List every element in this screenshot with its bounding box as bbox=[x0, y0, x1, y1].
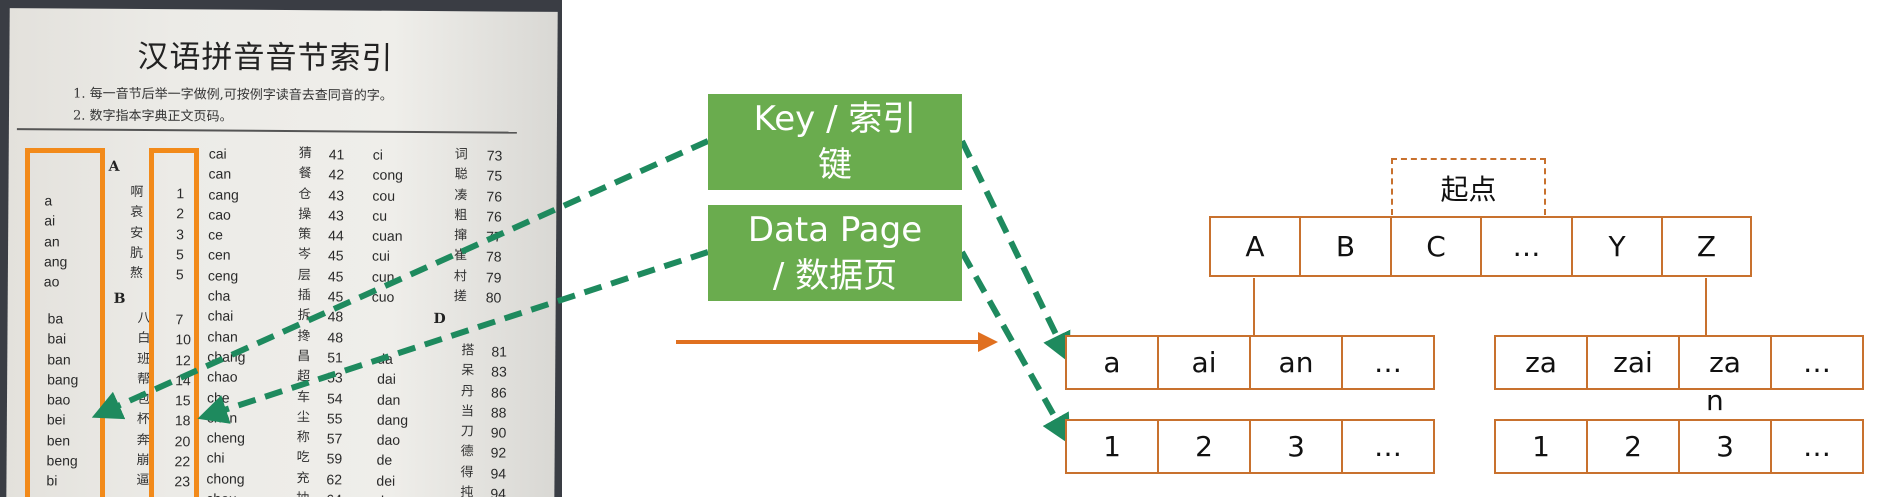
key-label-line-2: 键 bbox=[818, 145, 852, 185]
root-cell-c: C bbox=[1392, 218, 1482, 275]
start-box: 起点 bbox=[1391, 158, 1546, 215]
key-cell: zai bbox=[1588, 337, 1680, 388]
key-cell: … bbox=[1803, 346, 1831, 379]
root-cell-z: Z bbox=[1696, 230, 1717, 263]
key-cell: … bbox=[1374, 346, 1402, 379]
key-cell-overflow: n bbox=[1706, 384, 1724, 417]
left-key-row: a ai an … bbox=[1065, 335, 1435, 390]
page-cell: … bbox=[1374, 430, 1402, 463]
page-cell: 2 bbox=[1159, 421, 1251, 472]
page-cell: 3 bbox=[1680, 421, 1772, 472]
left-page-row: 1 2 3 … bbox=[1065, 419, 1435, 474]
right-key-row: za zai za … bbox=[1494, 335, 1864, 390]
key-cell: za bbox=[1496, 337, 1588, 388]
key-dashed-arrow bbox=[91, 138, 710, 420]
data-label: Data Page / 数据页 bbox=[708, 205, 962, 301]
key-to-row-arrow bbox=[959, 139, 1071, 364]
page-cell: 3 bbox=[1251, 421, 1343, 472]
key-cell: za bbox=[1680, 337, 1772, 388]
page-highlight-box bbox=[149, 148, 199, 497]
page-cell: 1 bbox=[1496, 421, 1588, 472]
key-label: Key / 索引 键 bbox=[708, 94, 962, 190]
data-dashed-arrow bbox=[197, 249, 709, 424]
page-cell: … bbox=[1803, 430, 1831, 463]
right-page-row: 1 2 3 … bbox=[1494, 419, 1864, 474]
root-cell-b: B bbox=[1301, 218, 1392, 275]
page-cell: 1 bbox=[1067, 421, 1159, 472]
root-cell-a: A bbox=[1211, 218, 1301, 275]
data-to-row-arrow bbox=[959, 250, 1071, 445]
root-cell-y: Y bbox=[1573, 218, 1663, 275]
key-highlight-box bbox=[25, 148, 105, 497]
page-cell: 2 bbox=[1588, 421, 1680, 472]
root-cell-ellipsis: … bbox=[1482, 218, 1573, 275]
key-cell: a bbox=[1067, 337, 1159, 388]
data-label-line-1: Data Page bbox=[747, 210, 923, 250]
root-row: A B C … Y Z bbox=[1209, 216, 1752, 277]
key-label-line-1: Key / 索引 bbox=[753, 99, 917, 139]
key-cell: an bbox=[1251, 337, 1343, 388]
data-label-line-2: / 数据页 bbox=[772, 256, 898, 296]
key-cell: ai bbox=[1159, 337, 1251, 388]
